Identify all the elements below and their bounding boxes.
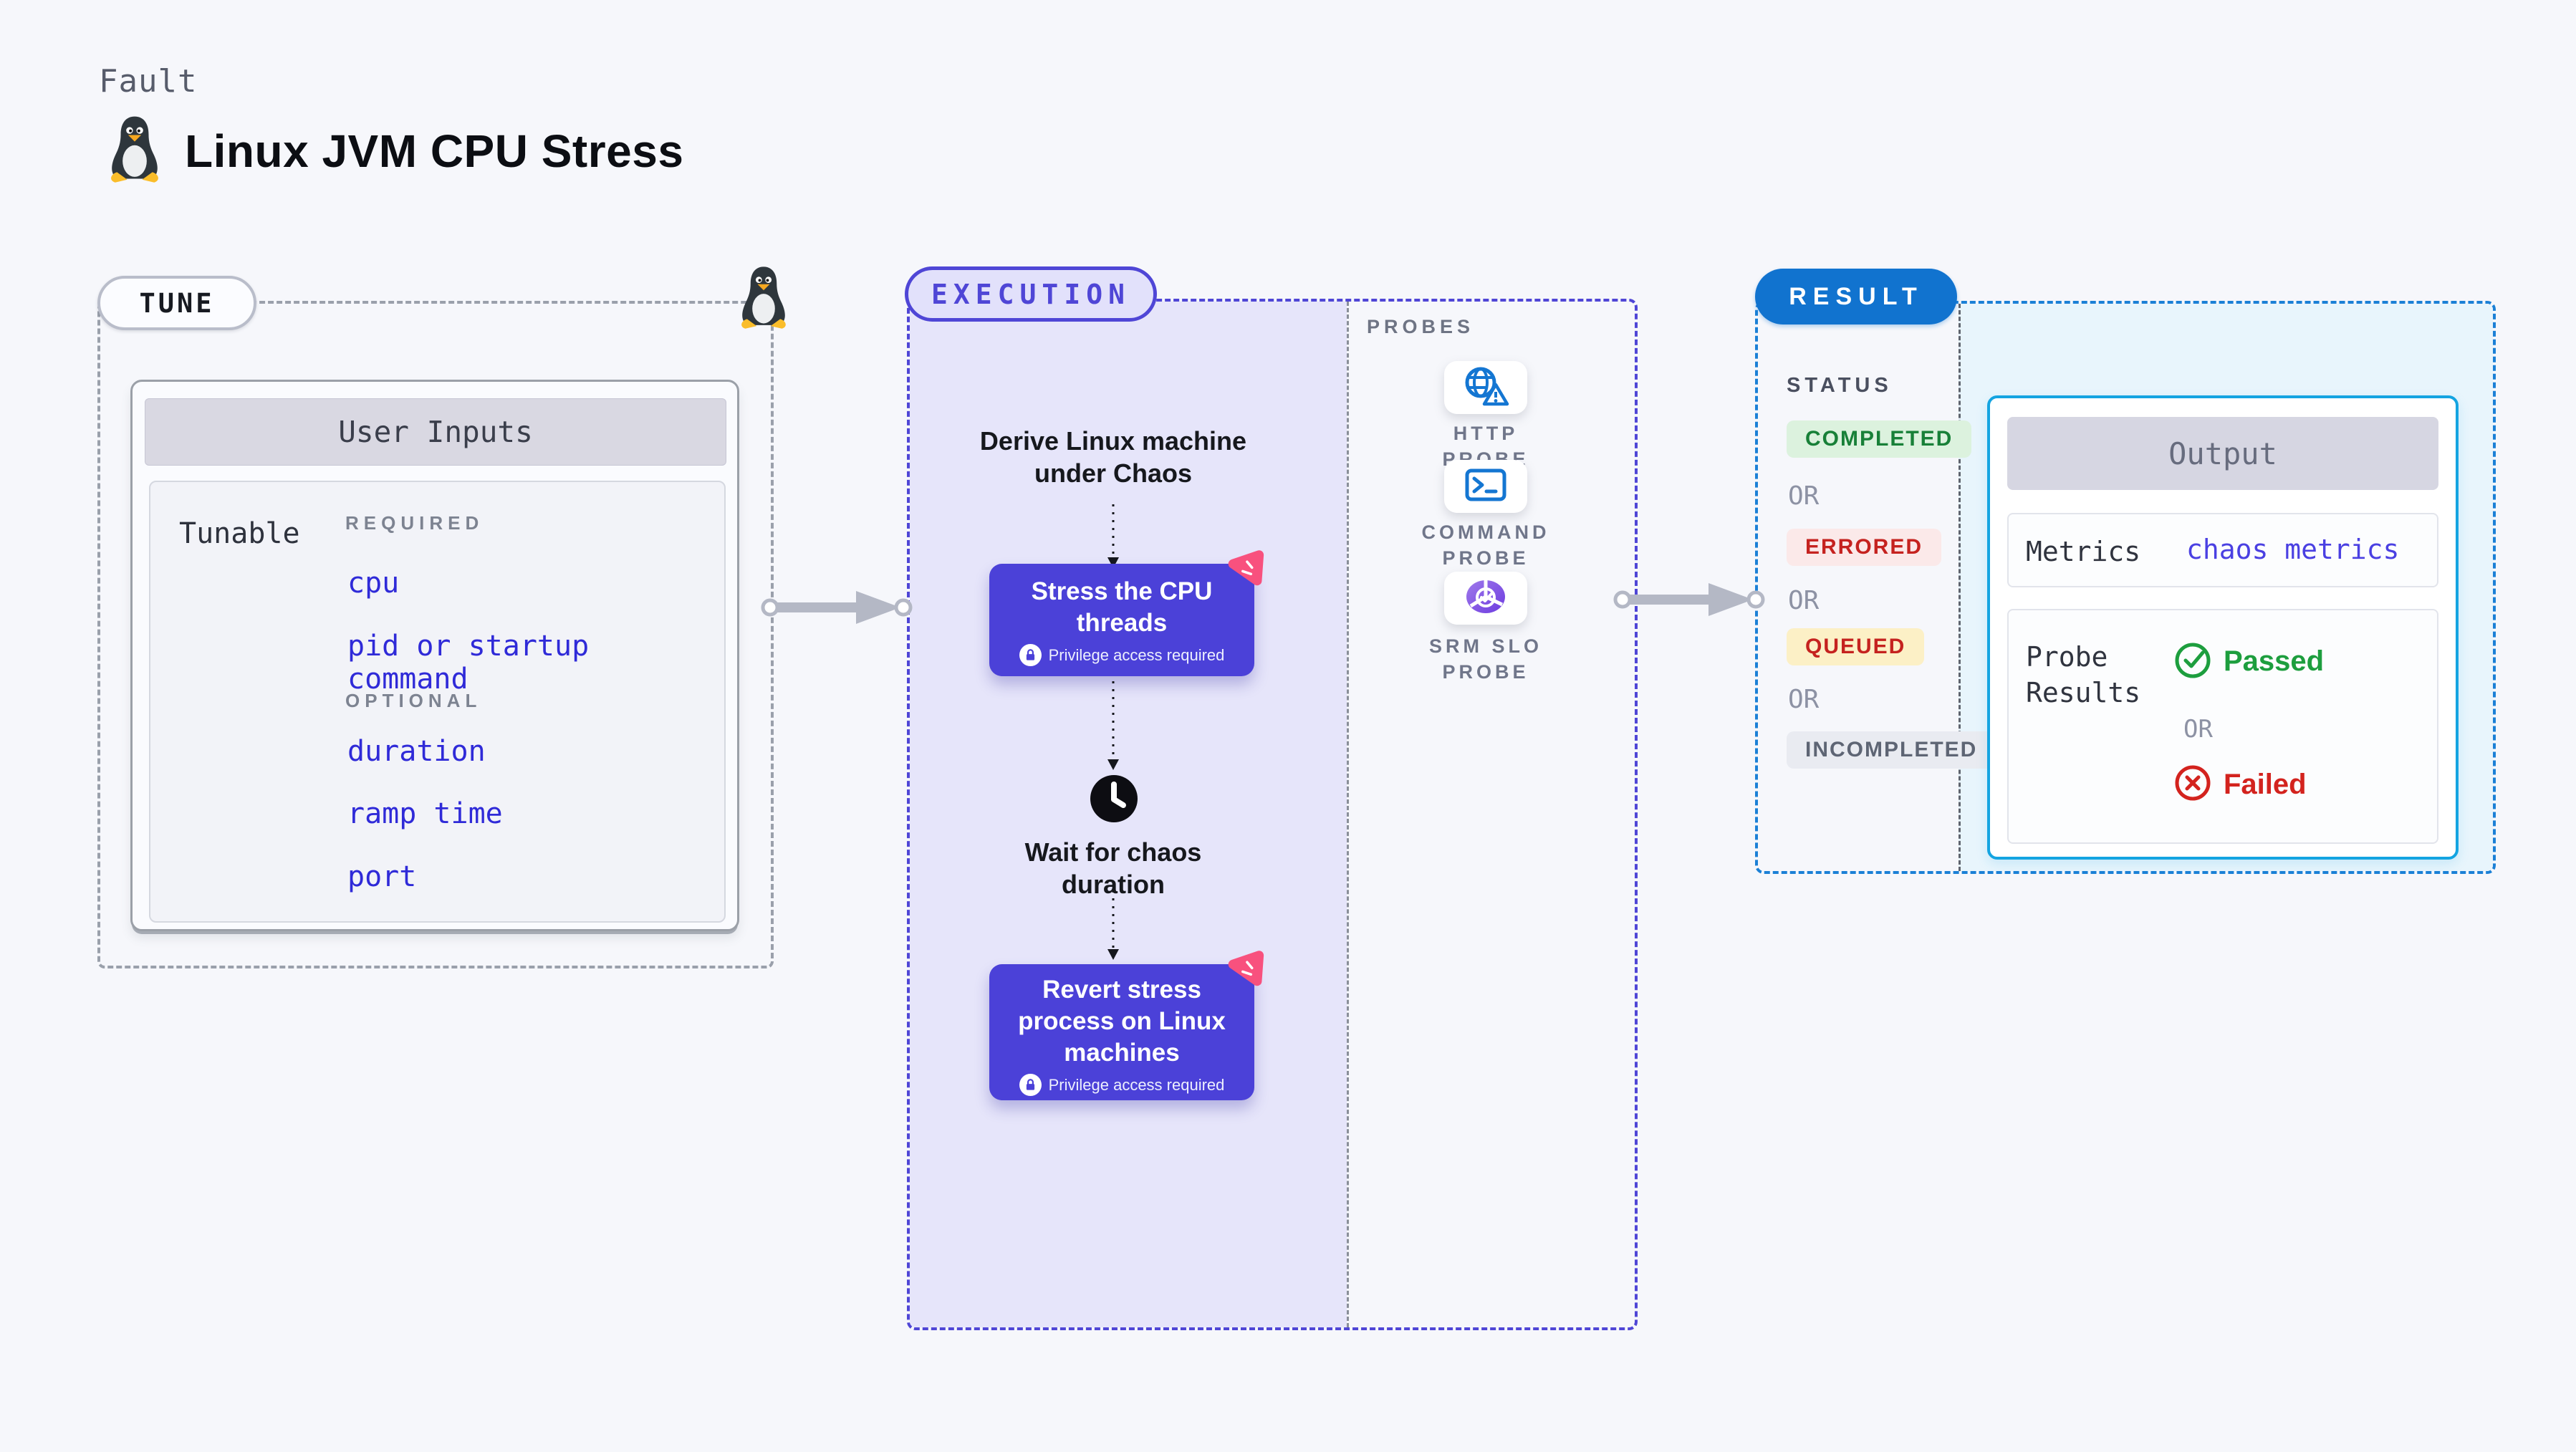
http-probe-card	[1444, 361, 1527, 414]
tunable-link-pid-or-startup-command[interactable]: pid or startup command	[347, 630, 590, 696]
metrics-row: Metrics chaos metrics	[2007, 513, 2438, 587]
output-header: Output	[2007, 417, 2438, 490]
command-probe-label: COMMAND PROBE	[1421, 521, 1550, 569]
tune-badge-label: TUNE	[139, 287, 215, 319]
page-title-row: Linux JVM CPU Stress	[105, 115, 683, 187]
user-inputs-title: User Inputs	[338, 415, 533, 449]
probes-heading: PROBES	[1367, 316, 1475, 337]
wait-step-text: Wait for chaos duration	[1024, 837, 1202, 899]
flow-arrow-2	[1104, 681, 1123, 774]
required-group-label: REQUIRED	[345, 512, 484, 534]
passed-group: Passed	[2173, 640, 2324, 683]
metrics-label: Metrics	[2026, 536, 2141, 567]
linux-penguin-corner-icon	[735, 265, 792, 333]
result-badge-label: RESULT	[1789, 282, 1923, 310]
clock-icon	[1089, 774, 1139, 827]
stress-node-title: Stress the CPU threads	[1031, 577, 1213, 637]
or-separator: OR	[1788, 685, 1820, 714]
failed-group: Failed	[2173, 764, 2307, 806]
privilege-row: Privilege access required	[989, 644, 1254, 666]
derive-step-text: Derive Linux machine under Chaos	[979, 426, 1247, 488]
stress-cpu-node: Stress the CPU threads Privilege access …	[989, 550, 1264, 676]
tunable-link-cpu[interactable]: cpu	[347, 567, 400, 600]
failed-label: Failed	[2224, 769, 2307, 800]
output-box: Output Metrics chaos metrics Probe Resul…	[1987, 395, 2459, 860]
linux-penguin-icon	[105, 115, 165, 187]
execution-to-result-arrow	[1610, 578, 1767, 625]
chaos-metrics-link[interactable]: chaos metrics	[2186, 534, 2400, 565]
result-section-box: STATUS COMPLETED OR ERRORED OR QUEUED OR…	[1755, 301, 2496, 874]
tunable-link-duration[interactable]: duration	[347, 735, 486, 768]
chaos-pink-icon	[1223, 946, 1269, 991]
check-circle-icon	[2173, 640, 2212, 683]
revert-node-title: Revert stress process on Linux machines	[1018, 976, 1226, 1067]
status-heading: STATUS	[1787, 374, 1893, 397]
user-inputs-panel: User Inputs Tunable REQUIRED cpu pid or …	[130, 380, 739, 931]
tunable-link-ramp-time[interactable]: ramp time	[347, 797, 503, 830]
tunable-row-label: Tunable	[179, 517, 300, 550]
execution-badge-label: EXECUTION	[931, 278, 1130, 310]
status-badge-completed: COMPLETED	[1787, 420, 1972, 458]
or-separator: OR	[1788, 481, 1820, 511]
execution-section-box: Derive Linux machine under Chaos Stress …	[907, 299, 1638, 1330]
probes-separator	[1347, 302, 1349, 1327]
command-probe-card	[1444, 460, 1527, 513]
fault-kicker: Fault	[99, 63, 198, 100]
or-separator: OR	[1788, 586, 1820, 615]
lock-icon	[1019, 644, 1042, 666]
status-badge-queued: QUEUED	[1787, 628, 1925, 665]
srm-slo-probe-card	[1444, 572, 1527, 625]
passed-label: Passed	[2224, 645, 2325, 677]
tune-badge: TUNE	[97, 276, 256, 330]
terminal-icon	[1464, 468, 1507, 506]
privilege-note: Privilege access required	[1048, 645, 1225, 664]
tunable-link-port[interactable]: port	[347, 860, 417, 893]
optional-group-label: OPTIONAL	[345, 690, 482, 711]
slo-pie-check-icon	[1464, 577, 1507, 620]
probe-results-label: Probe Results	[2026, 641, 2141, 708]
status-badge-errored: ERRORED	[1787, 529, 1942, 566]
user-inputs-header: User Inputs	[145, 398, 726, 466]
globe-warning-icon	[1462, 365, 1509, 410]
output-title: Output	[2168, 436, 2277, 471]
probe-results-row: Probe Results Passed OR	[2007, 609, 2438, 844]
page-title: Linux JVM CPU Stress	[185, 125, 684, 177]
flow-arrow-1	[1104, 504, 1123, 572]
execution-badge: EXECUTION	[905, 266, 1157, 322]
privilege-note: Privilege access required	[1048, 1075, 1225, 1094]
status-badge-incompleted: INCOMPLETED	[1787, 731, 1996, 769]
tune-to-execution-arrow	[757, 586, 915, 633]
x-circle-icon	[2173, 764, 2212, 806]
or-separator: OR	[2183, 715, 2213, 744]
privilege-row: Privilege access required	[989, 1074, 1254, 1096]
status-separator	[1959, 304, 1961, 871]
chaos-pink-icon	[1223, 545, 1269, 590]
lock-icon	[1019, 1074, 1042, 1096]
srm-slo-probe-label: SRM SLO PROBE	[1428, 635, 1542, 683]
tunable-box: Tunable REQUIRED cpu pid or startup comm…	[149, 481, 726, 923]
flow-arrow-3	[1104, 890, 1123, 964]
tune-section-box	[97, 301, 774, 968]
result-badge: RESULT	[1755, 269, 1957, 324]
revert-stress-node: Revert stress process on Linux machines …	[989, 951, 1264, 1100]
